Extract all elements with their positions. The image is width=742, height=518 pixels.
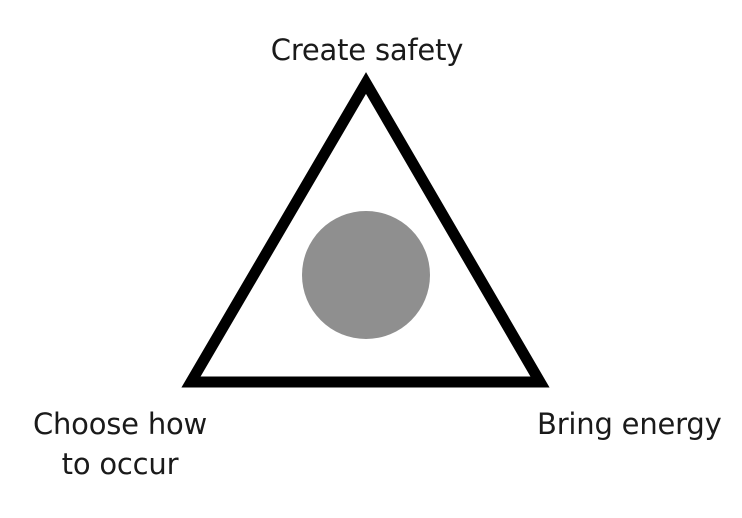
vertex-label-bottom-right: Bring energy — [537, 407, 722, 441]
vertex-label-bottom-left: Choose how to occur — [28, 404, 212, 484]
vertex-label-bottom-left-line1: Choose how — [32, 407, 208, 441]
vertex-label-top: Create safety — [270, 33, 464, 67]
vertex-label-bottom-left-line2: to occur — [61, 447, 179, 481]
center-circle — [302, 211, 430, 339]
